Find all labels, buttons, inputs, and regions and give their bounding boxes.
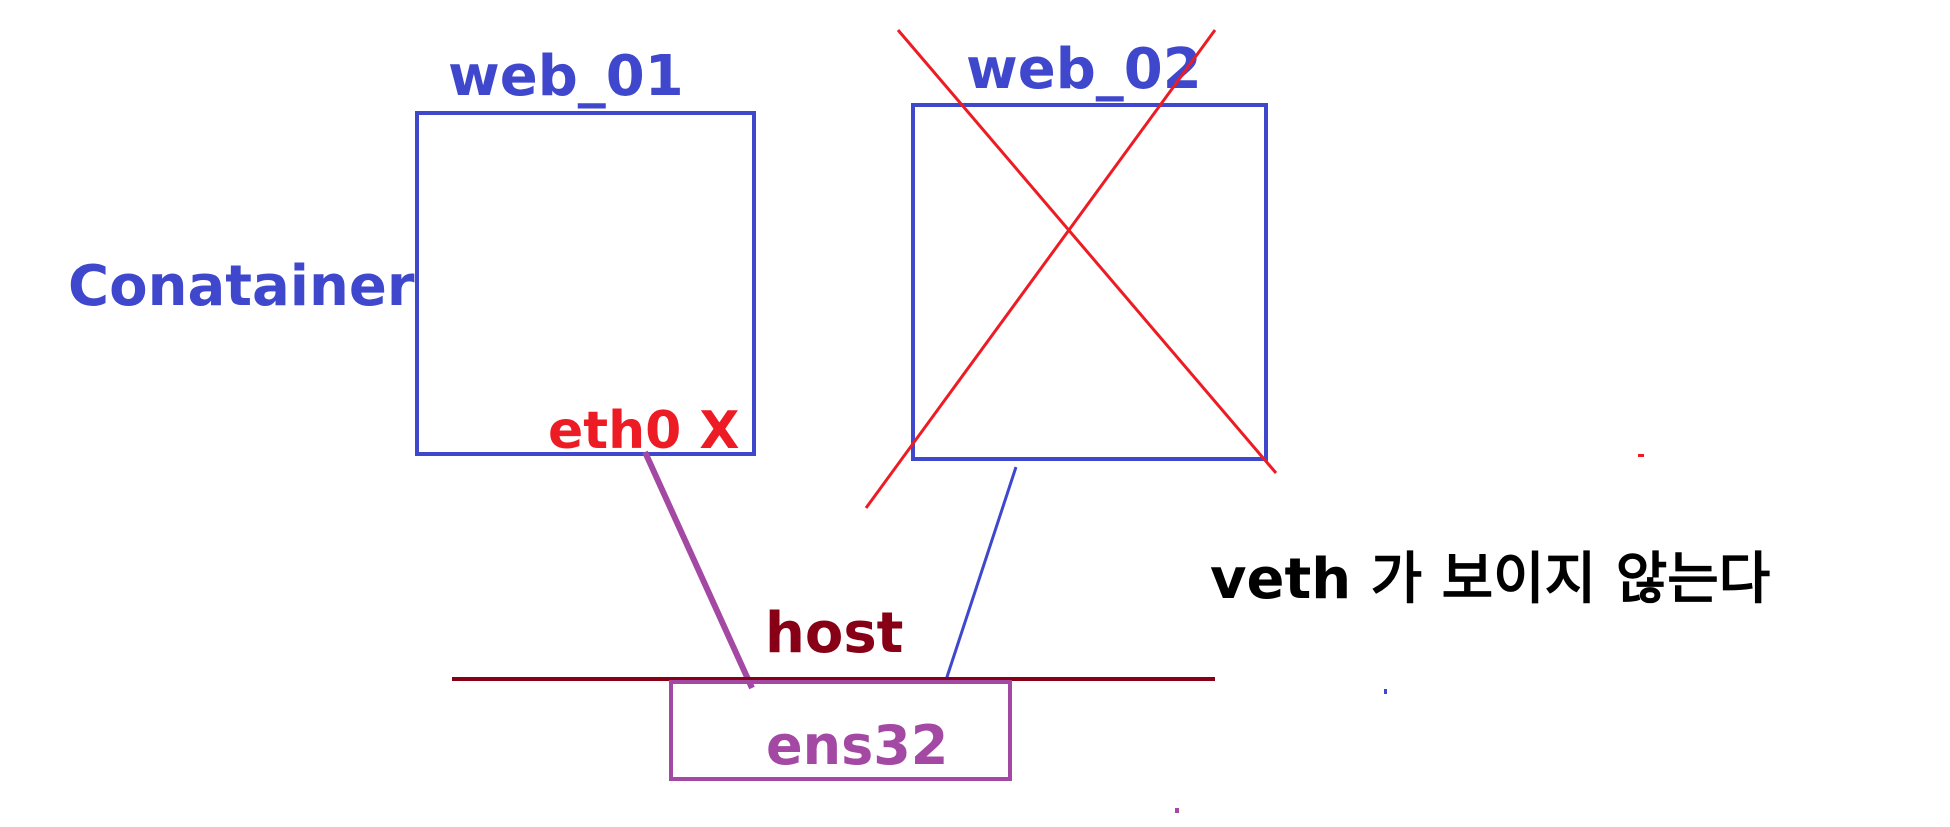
stray-dot-red [1638, 454, 1644, 457]
web01-label: web_01 [448, 44, 684, 109]
web02-cross-line-b [864, 29, 1217, 509]
host-label: host [765, 601, 903, 666]
web02-cross-line-a [896, 29, 1278, 474]
veth-link-web01 [642, 450, 755, 690]
container-side-label: Conatainer [68, 254, 415, 319]
eth0-label: eth0 X [548, 401, 740, 461]
veth-note: veth 가 보이지 않는다 [1210, 547, 1770, 612]
stray-dot-blue [1384, 689, 1387, 694]
web02-container-box [911, 103, 1268, 461]
web01-container-box [415, 111, 756, 456]
stray-dot-purple [1175, 808, 1179, 813]
web02-label: web_02 [966, 37, 1202, 102]
ens32-interface-box [669, 680, 1012, 781]
veth-link-web02 [944, 466, 1018, 681]
ens32-label: ens32 [766, 714, 948, 777]
